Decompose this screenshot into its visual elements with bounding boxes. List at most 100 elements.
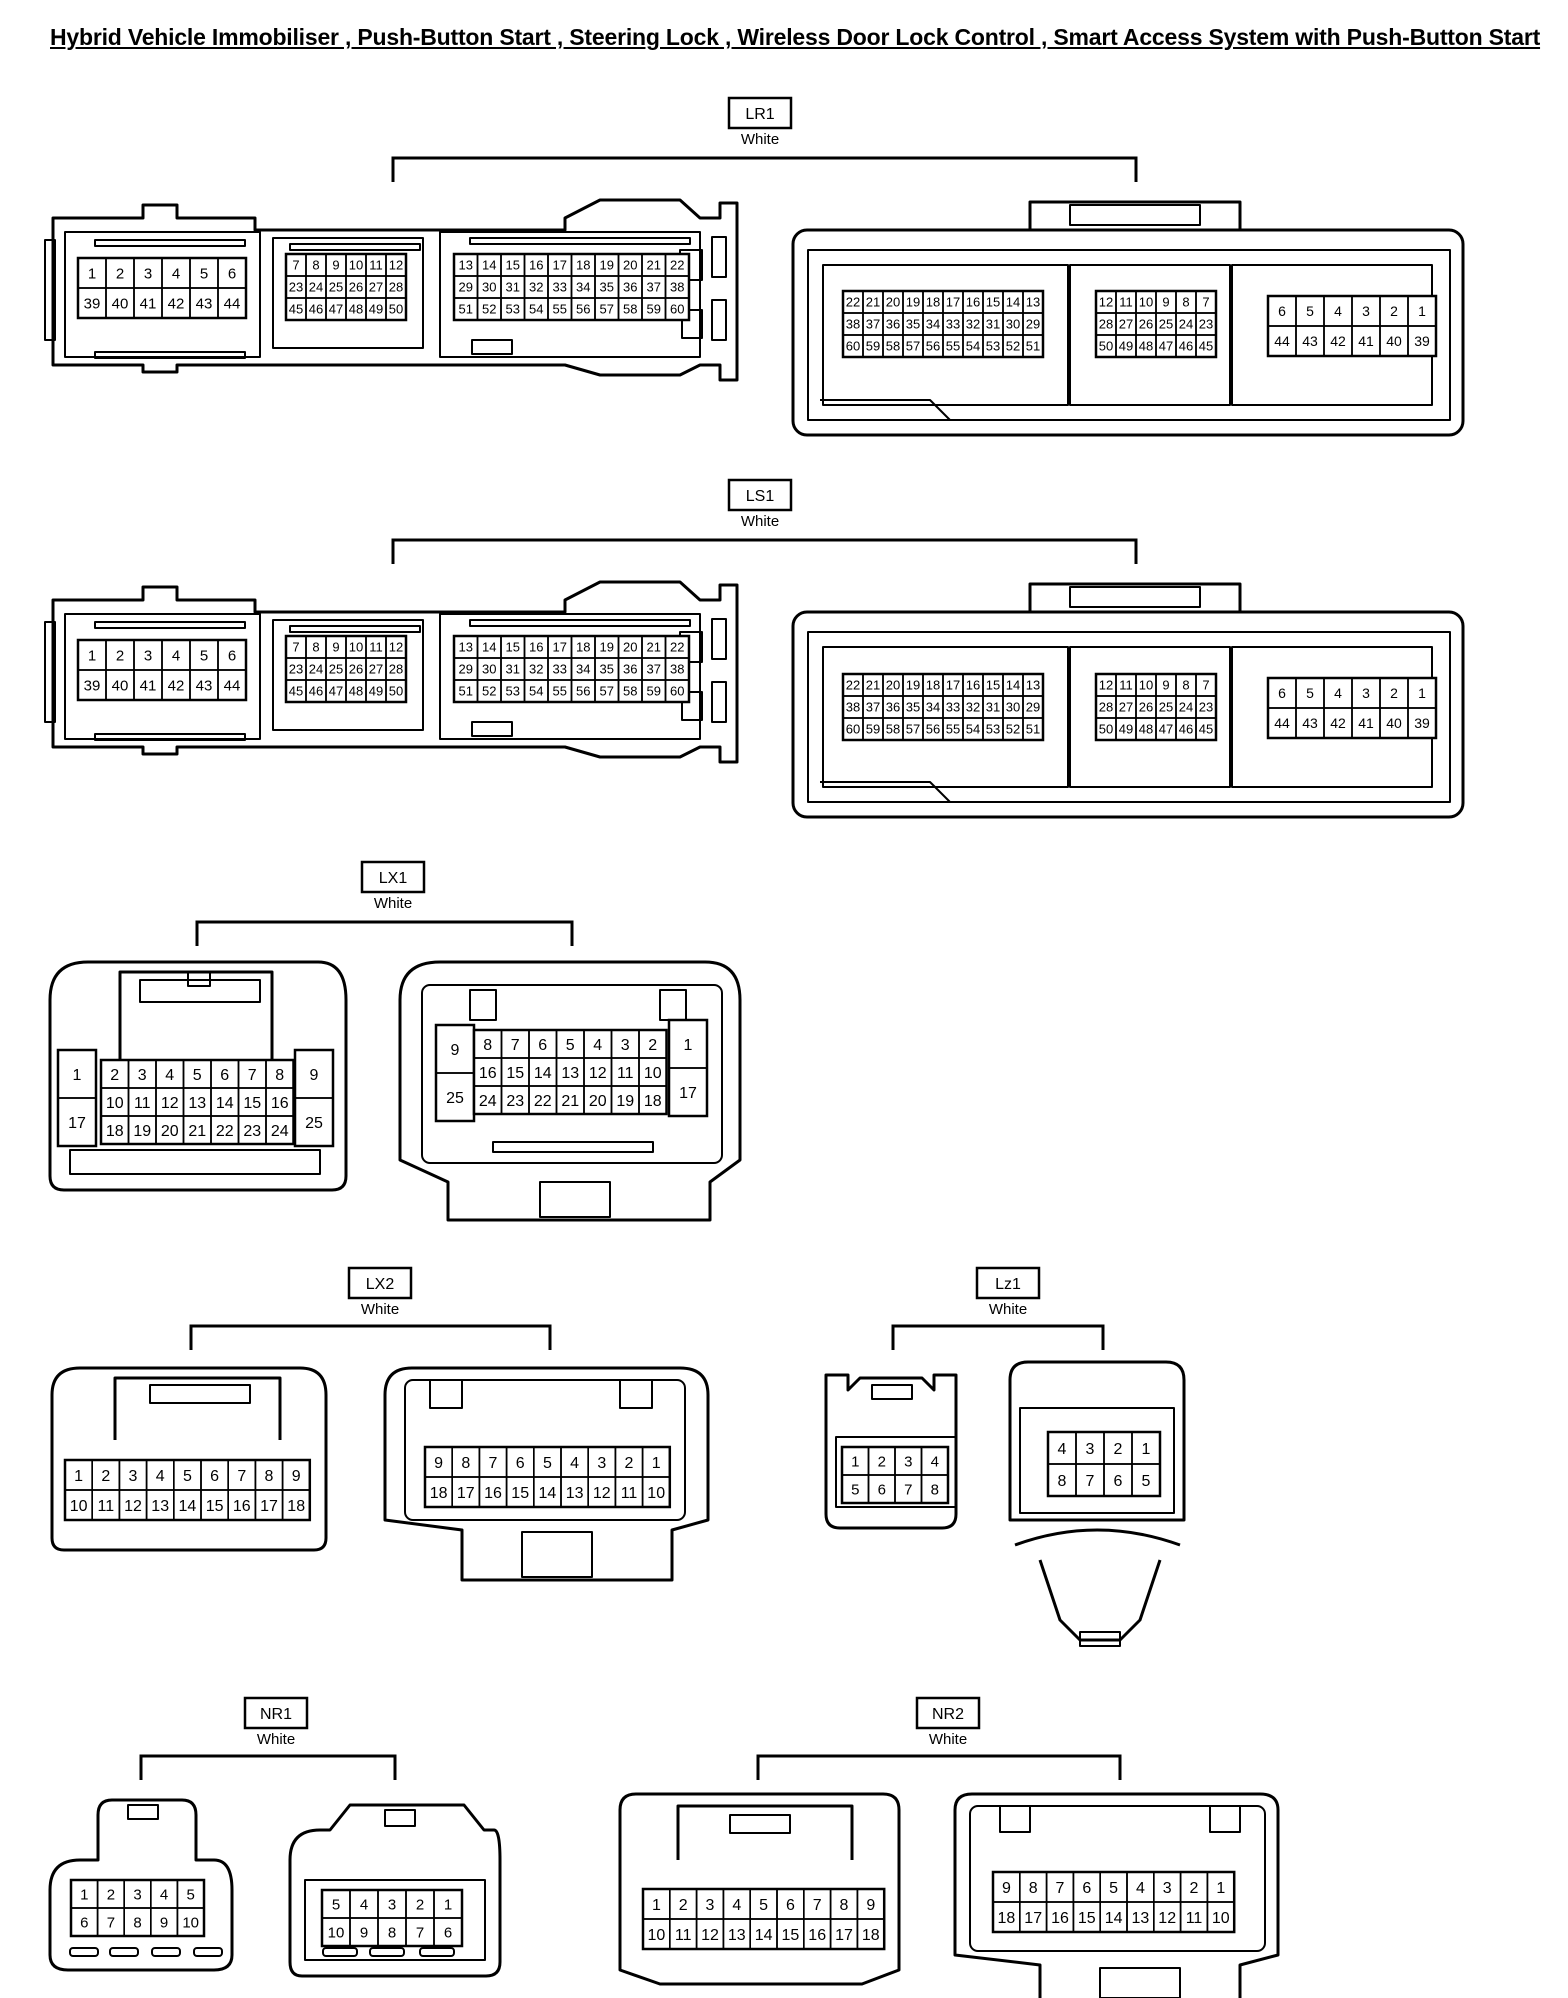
- connector-code-box: [975, 1266, 1041, 1300]
- pin-number: 2: [1114, 1441, 1123, 1458]
- pin-number: 24: [309, 662, 323, 677]
- connector-latch: [1028, 582, 1242, 612]
- pin-number: 22: [846, 678, 860, 693]
- pin-number: 42: [1330, 715, 1346, 731]
- pin-number: 24: [309, 280, 323, 295]
- pin-number: 15: [986, 678, 1000, 693]
- pin-number: 1: [80, 1886, 88, 1903]
- pin-number: 19: [906, 295, 920, 310]
- connector-shell: [835, 1436, 957, 1508]
- pin-number: 15: [506, 640, 520, 655]
- pin-number: 10: [1139, 678, 1153, 693]
- pin-number: 3: [904, 1453, 912, 1470]
- latch-rib: [471, 721, 513, 737]
- pin-number: 45: [1199, 339, 1213, 354]
- latch-rib: [384, 1809, 416, 1827]
- pin-number: 3: [1086, 1441, 1095, 1458]
- pin-number: 11: [97, 1498, 114, 1515]
- latch-rib: [999, 1805, 1031, 1833]
- pin-number: 16: [233, 1498, 251, 1515]
- pin-number: 4: [570, 1455, 579, 1472]
- connector-code-box: [360, 860, 426, 894]
- pin-number: 34: [576, 280, 590, 295]
- view-bracket: [391, 156, 1138, 182]
- pin-number: 14: [1006, 678, 1020, 693]
- pin-number: 2: [1390, 685, 1398, 701]
- pin-number: 1: [444, 1896, 452, 1913]
- latch-rib: [69, 1947, 99, 1957]
- connector-shell: [969, 1805, 1266, 1952]
- pin-number: 36: [623, 662, 637, 677]
- pin-number: 12: [1158, 1910, 1176, 1927]
- pin-number: 8: [931, 1481, 939, 1498]
- pin-number: 17: [1024, 1910, 1042, 1927]
- pin-number: 49: [1119, 339, 1133, 354]
- connector-body: [48, 960, 348, 1192]
- pin-number: 5: [566, 1037, 575, 1054]
- connector-color: White: [361, 1301, 399, 1318]
- latch-rib: [1069, 204, 1201, 226]
- pin-number: 10: [648, 1927, 666, 1944]
- pin-number: 41: [1358, 333, 1374, 349]
- pin-number: 22: [216, 1123, 234, 1140]
- pin-number: 17: [457, 1485, 475, 1502]
- pin-number: 4: [160, 1886, 168, 1903]
- pin-number: 48: [349, 684, 363, 699]
- pin-number: 40: [112, 295, 129, 312]
- pin-number: 45: [289, 302, 303, 317]
- pin-number: 7: [1056, 1880, 1065, 1897]
- pin-number: 12: [161, 1095, 179, 1112]
- pin-number: 15: [506, 1065, 524, 1082]
- pin-number: 21: [866, 295, 880, 310]
- pin-number: 47: [1159, 722, 1173, 737]
- pin-number: 11: [621, 1485, 638, 1502]
- connector-latch: [676, 1804, 854, 1860]
- pin-number: 7: [237, 1468, 246, 1485]
- pin-number: 43: [196, 677, 213, 694]
- latch-rib: [289, 625, 421, 633]
- pin-number: 32: [529, 280, 543, 295]
- pin-number: 58: [886, 339, 900, 354]
- pin-number: 2: [878, 1453, 886, 1470]
- connector-shell: [304, 1879, 486, 1961]
- pin-number: 12: [1099, 678, 1113, 693]
- pin-number: 39: [84, 677, 101, 694]
- pin-number: 20: [886, 678, 900, 693]
- pin-number: 3: [388, 1896, 396, 1913]
- pin-number: 22: [534, 1093, 552, 1110]
- pin-number: 8: [1182, 678, 1189, 693]
- latch-rib: [369, 1947, 405, 1957]
- pin-number: 13: [459, 258, 473, 273]
- pin-number: 57: [906, 722, 920, 737]
- pin-number: 7: [1202, 678, 1209, 693]
- pin-number: 13: [728, 1927, 746, 1944]
- pin-number: 40: [1386, 333, 1402, 349]
- pin-number: 26: [349, 280, 363, 295]
- pin-number: 2: [116, 265, 124, 282]
- latch-rib: [94, 239, 246, 247]
- pin-number: 31: [986, 317, 1000, 332]
- latch-rib: [289, 243, 421, 251]
- pin-number: 30: [482, 280, 496, 295]
- pin-number: 49: [1119, 722, 1133, 737]
- pin-number: 6: [210, 1468, 219, 1485]
- pin-cell: [1131, 1463, 1161, 1497]
- pin-number: 25: [1159, 317, 1173, 332]
- pin-number: 12: [124, 1498, 142, 1515]
- pin-number: 45: [1199, 722, 1213, 737]
- view-bracket: [139, 1754, 397, 1780]
- side-tab: [44, 621, 56, 723]
- pin-number: 48: [1139, 722, 1153, 737]
- pin-number: 56: [576, 302, 590, 317]
- pin-number: 17: [553, 258, 567, 273]
- pin-number: 16: [808, 1927, 826, 1944]
- pin-number: 3: [1362, 303, 1370, 319]
- pin-number: 11: [675, 1927, 692, 1944]
- pin-number: 25: [305, 1115, 323, 1132]
